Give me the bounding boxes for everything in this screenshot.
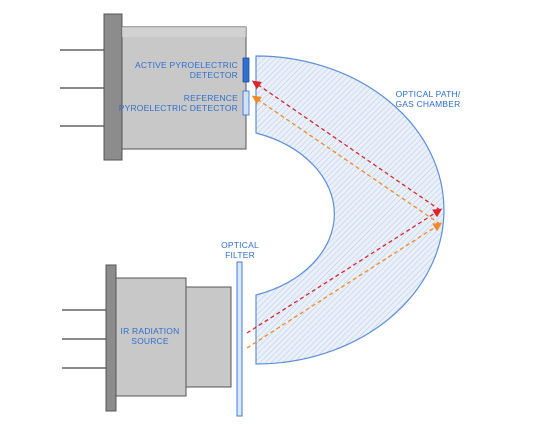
reference-detector-label-1: REFERENCE — [184, 93, 238, 103]
reference-detector-element — [242, 90, 250, 116]
optical-filter — [236, 261, 243, 417]
gas-chamber — [255, 55, 445, 365]
active-detector-label-1: ACTIVE PYROELECTRIC — [135, 60, 238, 70]
reference-beam-incident — [246, 222, 443, 349]
active-detector-element — [242, 57, 250, 83]
optical-filter-label-1: OPTICAL — [221, 240, 259, 250]
active-beam-incident — [246, 208, 443, 334]
ir-source-label-2: SOURCE — [131, 336, 169, 346]
reference-beam-reflected — [251, 95, 441, 225]
optical-path-label-1: OPTICAL PATH/ — [396, 89, 461, 99]
optical-path-label-2: GAS CHAMBER — [395, 99, 460, 109]
reference-detector-label-2: PYROELECTRIC DETECTOR — [119, 103, 238, 113]
optical-filter-label-2: FILTER — [225, 250, 255, 260]
ir-source-label-1: IR RADIATION — [121, 326, 180, 336]
active-beam-reflected — [251, 80, 441, 211]
detector-housing — [60, 13, 250, 161]
active-detector-label-2: DETECTOR — [190, 70, 238, 80]
ir-source-housing — [62, 264, 232, 412]
